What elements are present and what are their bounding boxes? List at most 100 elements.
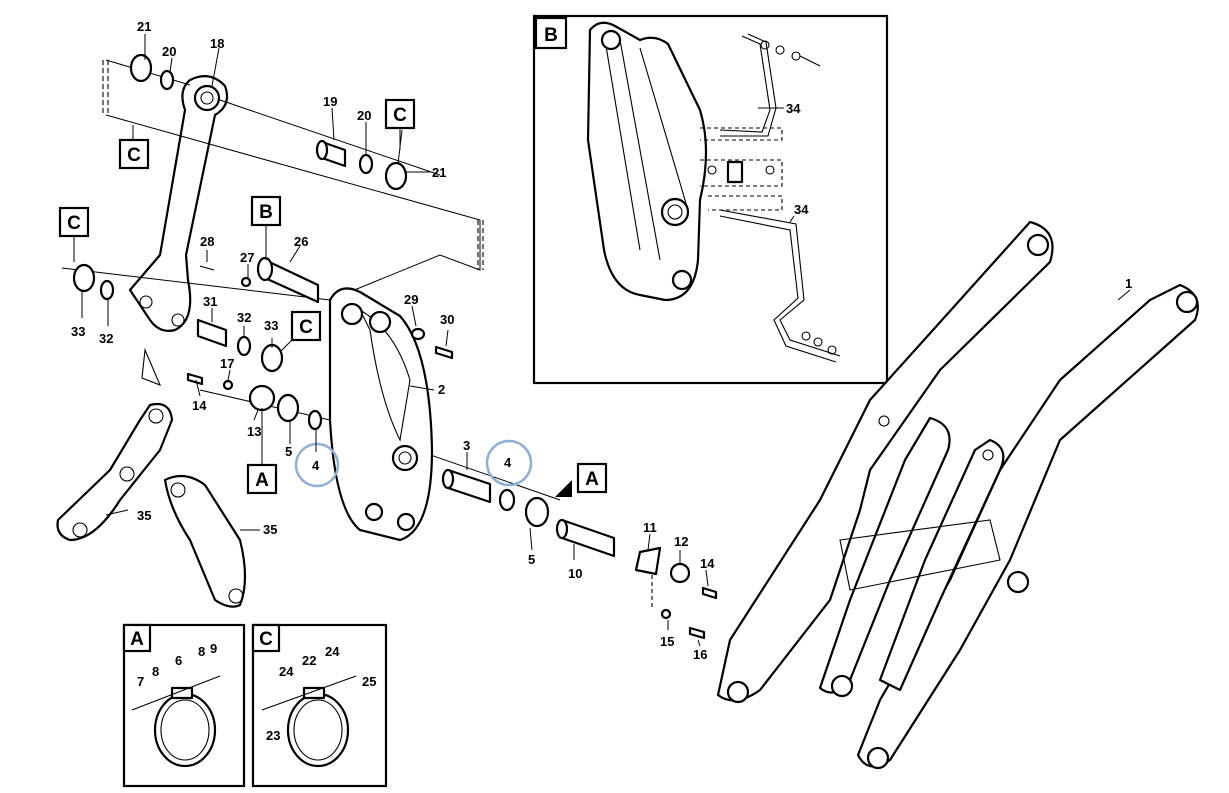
inset-a-tag-box	[122, 623, 152, 653]
callout-14-left: 14	[192, 398, 207, 413]
ring-4-right	[498, 488, 516, 512]
svg-text:B: B	[259, 202, 273, 223]
callout-32-right: 32	[237, 310, 251, 325]
bushing-31	[196, 318, 228, 348]
seal-33-right	[260, 343, 284, 373]
callout-2: 2	[438, 382, 445, 397]
bolt-14-right	[701, 586, 718, 600]
seal-ring-c	[286, 692, 350, 768]
boom-arm-left	[716, 220, 1054, 702]
callout-1: 1	[1125, 276, 1132, 291]
ring-20-right	[358, 153, 374, 175]
ring-4-left	[307, 409, 323, 431]
callout-35-right: 35	[263, 522, 277, 537]
callout-21-right: 21	[432, 165, 446, 180]
tag-a-left: A	[246, 408, 278, 495]
callout-33-left: 33	[71, 324, 85, 339]
bushing-detail	[660, 197, 690, 227]
inset-c-tag-box	[251, 623, 281, 653]
callout-4-right: 4	[504, 455, 512, 470]
callout-10: 10	[568, 566, 582, 581]
bolt-14-left	[186, 372, 204, 386]
callout-16: 16	[693, 647, 707, 662]
callout-35-left: 35	[137, 508, 151, 523]
link-35-a	[56, 402, 174, 542]
inset-c-tag: C	[259, 629, 273, 650]
inset-a: A 7 8 6 8 9	[122, 623, 246, 788]
upper-pin-hole	[600, 29, 622, 51]
inset-b-tag-box	[534, 16, 568, 50]
lift-lever-2	[328, 287, 434, 542]
washer-12	[669, 562, 691, 584]
callout-19: 19	[323, 94, 337, 109]
callout-20-right: 20	[357, 108, 371, 123]
ring-32-right	[236, 335, 252, 357]
callout-5-left: 5	[285, 444, 292, 459]
tag-c-mid: C	[279, 310, 322, 353]
seal-33-left	[72, 263, 96, 293]
svg-text:23: 23	[266, 728, 280, 743]
tilt-link-18	[128, 75, 229, 332]
highlight-ring-right	[485, 439, 533, 487]
seal-5-left	[276, 393, 300, 423]
clamp-22	[302, 686, 326, 700]
ring-32-left	[99, 279, 115, 301]
callout-31: 31	[203, 294, 217, 309]
inset-a-tag: A	[130, 629, 144, 650]
callout-27: 27	[240, 250, 254, 265]
callout-30: 30	[440, 312, 454, 327]
tag-c-left: C	[58, 206, 90, 262]
callout-11: 11	[643, 520, 657, 535]
svg-text:A: A	[585, 469, 599, 490]
svg-text:C: C	[127, 145, 141, 166]
callout-26: 26	[294, 234, 308, 249]
callout-18: 18	[210, 36, 224, 51]
svg-text:22: 22	[302, 653, 316, 668]
hose-clamp	[726, 160, 744, 184]
bushing-3	[446, 468, 492, 504]
svg-text:25: 25	[362, 674, 376, 689]
pin-10	[560, 518, 616, 558]
svg-text:7: 7	[137, 674, 144, 689]
callout-13: 13	[247, 424, 261, 439]
callout-14-right: 14	[700, 556, 715, 571]
callout-33-right: 33	[264, 318, 278, 333]
plate-13	[248, 384, 276, 412]
seal-5-right	[524, 496, 550, 528]
highlight-ring-left	[294, 442, 340, 488]
svg-text:24: 24	[325, 644, 340, 659]
callout-20-left: 20	[162, 44, 176, 59]
tag-a-right: A	[555, 462, 608, 497]
callout-21-left: 21	[137, 19, 151, 34]
tag-c-top-left: C	[118, 125, 150, 170]
seal-ring-a	[153, 692, 217, 768]
hose-34-lower	[719, 209, 841, 357]
svg-text:24: 24	[279, 664, 294, 679]
label-34-lower: 34	[794, 202, 809, 217]
inset-c: C 24 22 24 25 23	[251, 623, 388, 788]
callout-3: 3	[463, 438, 470, 453]
svg-text:8: 8	[152, 664, 159, 679]
callout-12: 12	[674, 534, 688, 549]
link-35-b	[163, 474, 247, 608]
seal-21-left	[129, 53, 153, 83]
inset-b-tag: B	[544, 25, 558, 46]
svg-text:9: 9	[210, 641, 217, 656]
hose-34-upper	[719, 35, 771, 133]
svg-text:C: C	[393, 105, 407, 126]
callout-29: 29	[404, 292, 418, 307]
callout-15: 15	[660, 634, 674, 649]
callout-32-left: 32	[99, 331, 113, 346]
svg-text:C: C	[67, 213, 81, 234]
svg-text:6: 6	[175, 653, 182, 668]
svg-text:A: A	[255, 470, 269, 491]
tag-c-top-right: C	[384, 98, 416, 150]
svg-text:C: C	[299, 317, 313, 338]
inset-b-frame	[532, 14, 889, 385]
callout-5-right: 5	[528, 552, 535, 567]
callout-28: 28	[200, 234, 214, 249]
clamp-6	[170, 686, 194, 700]
ring-20-left	[159, 69, 175, 91]
inset-b: B 34 34	[532, 14, 889, 385]
